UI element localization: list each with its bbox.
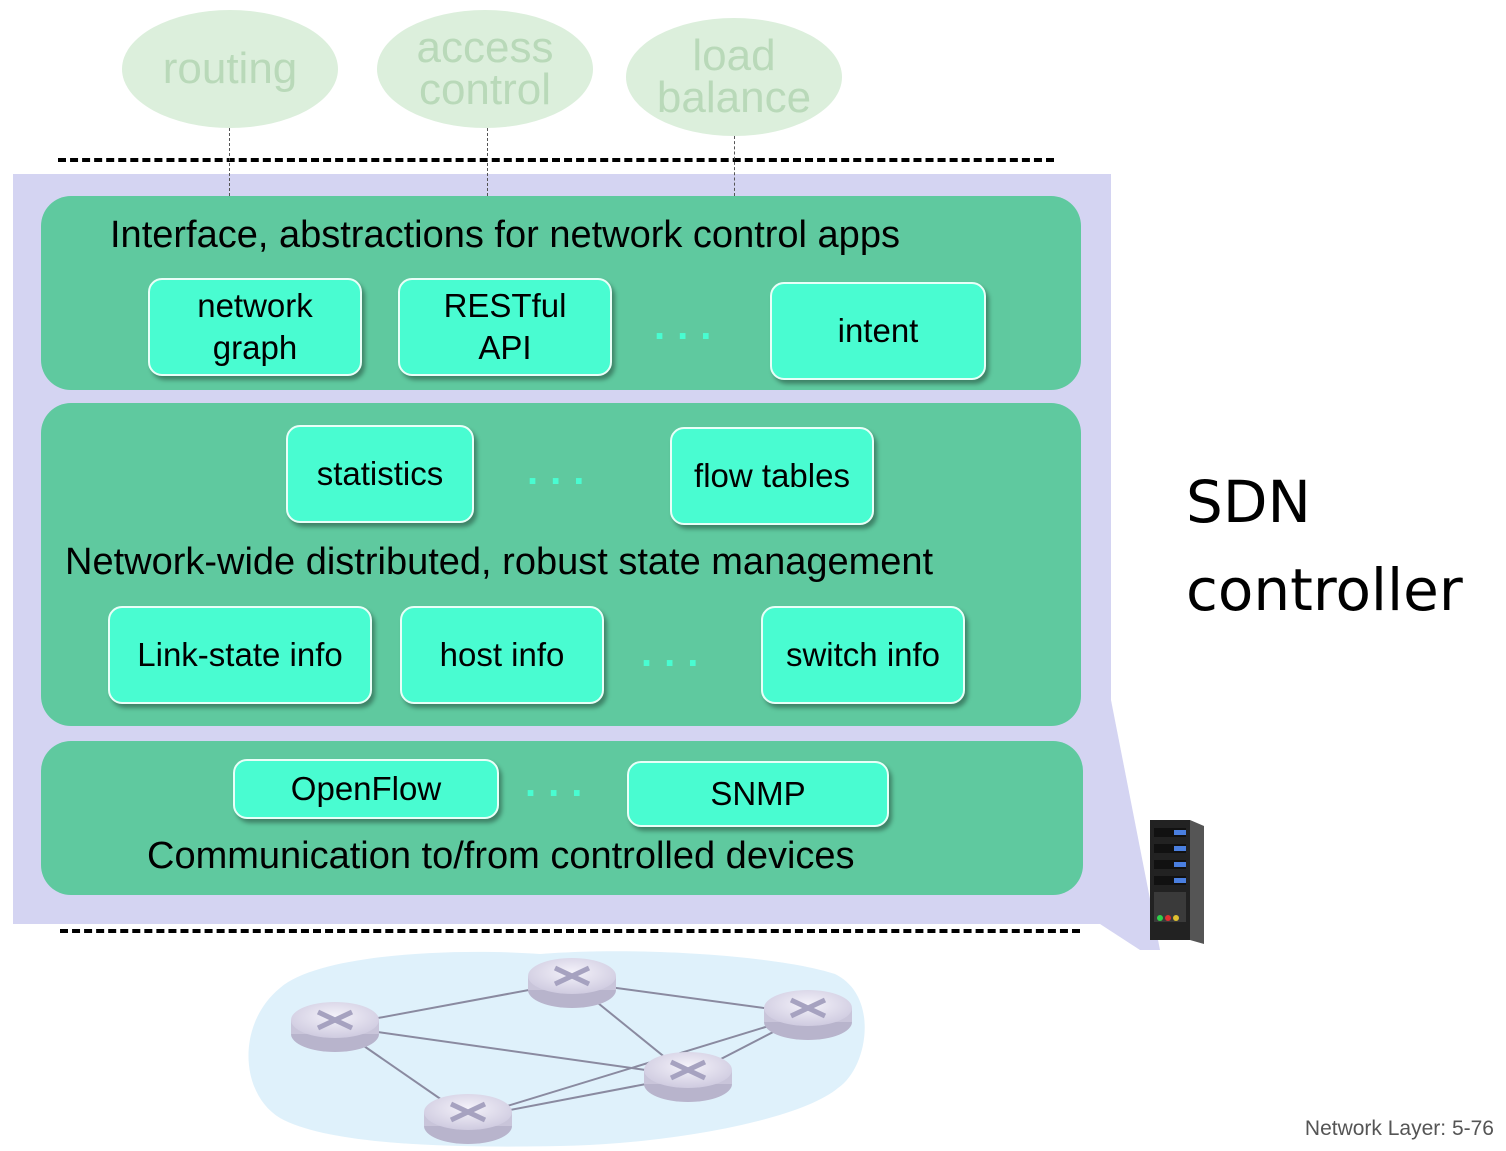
sdn-controller-label: SDN controller xyxy=(1186,468,1463,624)
state-bottom-ellipsis: ... xyxy=(641,631,711,675)
connector-access-control xyxy=(487,128,488,196)
snmp-box: SNMP xyxy=(627,761,889,827)
network-cloud xyxy=(248,951,865,1147)
openflow-label: OpenFlow xyxy=(290,770,442,807)
app-access-control: access control xyxy=(377,10,593,128)
intent-box: intent xyxy=(770,282,986,380)
switch-info-label: switch info xyxy=(785,636,941,673)
app-load-balance-label: load balance xyxy=(656,31,812,122)
router-icon xyxy=(424,1094,512,1144)
router-icon xyxy=(528,958,616,1008)
intent-label: intent xyxy=(837,312,919,349)
restful-api-label: RESTful API xyxy=(443,287,567,366)
app-routing: routing xyxy=(122,10,338,128)
host-info-label: host info xyxy=(439,636,565,673)
interface-ellipsis: ... xyxy=(654,304,724,348)
connector-load-balance xyxy=(734,136,735,196)
state-management-layer: statistics ... flow tables Network-wide … xyxy=(41,403,1081,726)
northbound-boundary-line xyxy=(58,158,1054,162)
app-load-balance: load balance xyxy=(626,18,842,136)
network-graph-box: network graph xyxy=(148,278,362,376)
southbound-boundary-line xyxy=(60,929,1080,933)
flow-tables-box: flow tables xyxy=(670,427,874,525)
link-state-info-box: Link-state info xyxy=(108,606,372,704)
switch-info-box: switch info xyxy=(761,606,965,704)
host-info-box: host info xyxy=(400,606,604,704)
router-icon xyxy=(291,1002,379,1052)
slide-footer: Network Layer: 5-76 xyxy=(1304,1117,1494,1140)
router-icon xyxy=(764,990,852,1040)
snmp-label: SNMP xyxy=(710,775,806,812)
communication-layer-title: Communication to/from controlled devices xyxy=(147,835,855,877)
app-routing-label: routing xyxy=(162,44,298,93)
app-access-control-label: access control xyxy=(416,23,554,114)
interface-layer-title: Interface, abstractions for network cont… xyxy=(110,214,900,256)
server-icon xyxy=(1150,820,1204,944)
statistics-label: statistics xyxy=(316,455,444,492)
flow-tables-label: flow tables xyxy=(694,457,850,494)
communication-ellipsis: ... xyxy=(525,761,595,805)
state-management-layer-title: Network-wide distributed, robust state m… xyxy=(65,541,934,583)
statistics-box: statistics xyxy=(286,425,474,523)
communication-layer: OpenFlow ... SNMP Communication to/from … xyxy=(41,741,1083,895)
link-state-info-label: Link-state info xyxy=(137,636,343,673)
state-top-ellipsis: ... xyxy=(527,449,597,493)
network-graph-label: network graph xyxy=(197,287,313,366)
openflow-box: OpenFlow xyxy=(233,759,499,819)
interface-layer: Interface, abstractions for network cont… xyxy=(41,196,1081,390)
router-icon xyxy=(644,1052,732,1102)
connector-routing xyxy=(229,128,230,196)
controller-zoom-wedge xyxy=(1100,700,1160,950)
restful-api-box: RESTful API xyxy=(398,278,612,376)
